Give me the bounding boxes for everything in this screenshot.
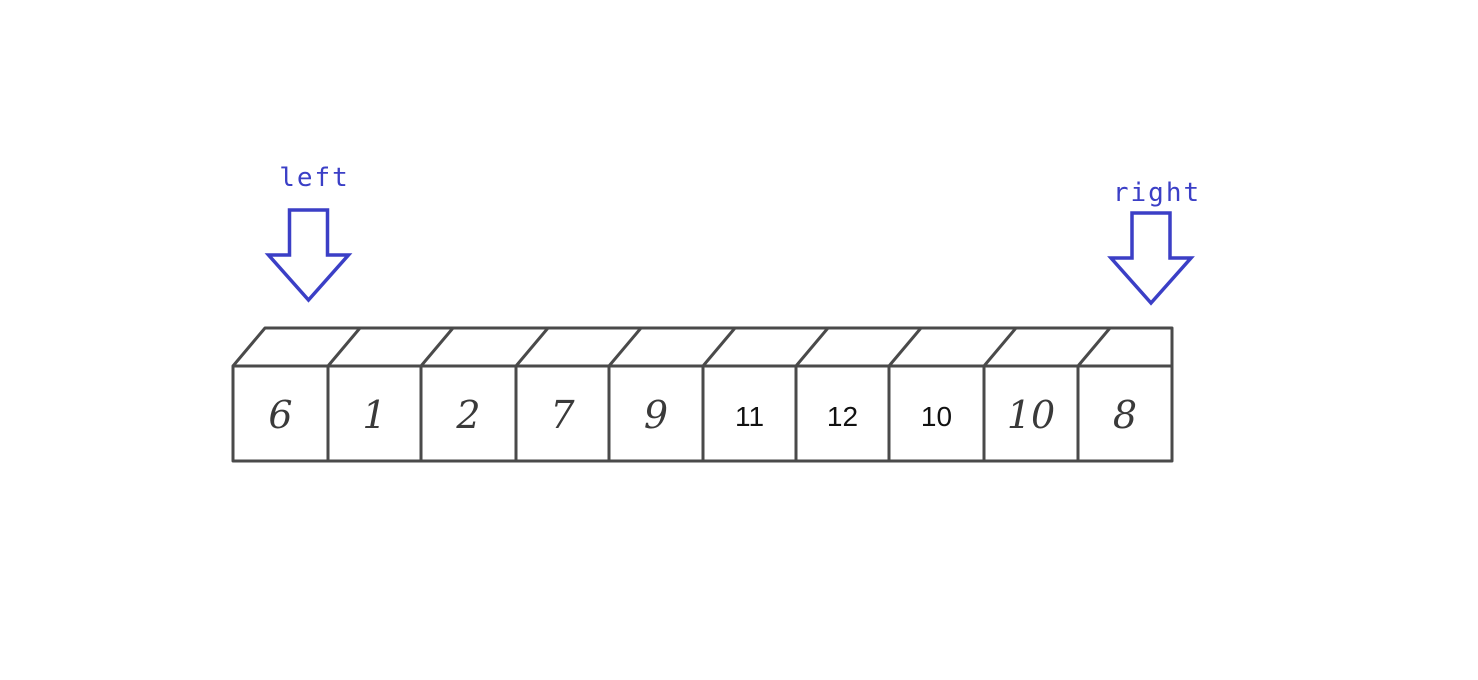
array-top-face [231, 326, 1174, 367]
array-cell-top-divider [419, 327, 455, 367]
array-cell-value: 10 [921, 401, 952, 432]
array-cell: 1 [326, 327, 423, 463]
array-cell: 6 [231, 364, 330, 463]
array-cell-top-divider [887, 327, 923, 367]
array-cell-value: 11 [735, 401, 764, 432]
array-cell-top-divider [326, 327, 362, 367]
pointer-label: left [279, 163, 350, 193]
pointer-label: right [1113, 178, 1201, 208]
array-cell-value: 10 [1007, 393, 1055, 437]
array-cell-value: 7 [550, 393, 575, 437]
array-cell-top-divider [514, 327, 550, 367]
array-cell-value: 9 [644, 393, 668, 437]
array-cell: 10 [982, 327, 1080, 463]
down-arrow-icon [1107, 211, 1195, 306]
array-cell: 7 [514, 327, 611, 463]
pointer-right: right [1107, 178, 1201, 306]
array-cell-top-divider [607, 327, 643, 367]
array-cell-top-divider [701, 327, 737, 367]
array-cell-top-divider [982, 327, 1018, 367]
array-cell-value: 1 [362, 393, 386, 437]
array-cell-value: 6 [268, 393, 292, 437]
array-cell-value: 8 [1113, 393, 1137, 437]
array-cell: 2 [419, 327, 518, 463]
array-cell-value: 2 [455, 393, 480, 437]
down-arrow-icon [264, 208, 353, 303]
array-cell: 9 [607, 327, 705, 463]
pointer-left: left [264, 163, 353, 303]
array-cell: 12 [794, 327, 891, 463]
array-cell-front [1076, 364, 1174, 463]
array-cell-top-divider [1076, 327, 1112, 367]
array-cell-top-divider [794, 327, 830, 367]
array-cell: 8 [1076, 327, 1174, 463]
array-cell: 10 [887, 327, 986, 463]
pointers: left right [264, 163, 1201, 306]
array-cell: 11 [701, 327, 798, 463]
array-cell-value: 12 [827, 401, 858, 432]
